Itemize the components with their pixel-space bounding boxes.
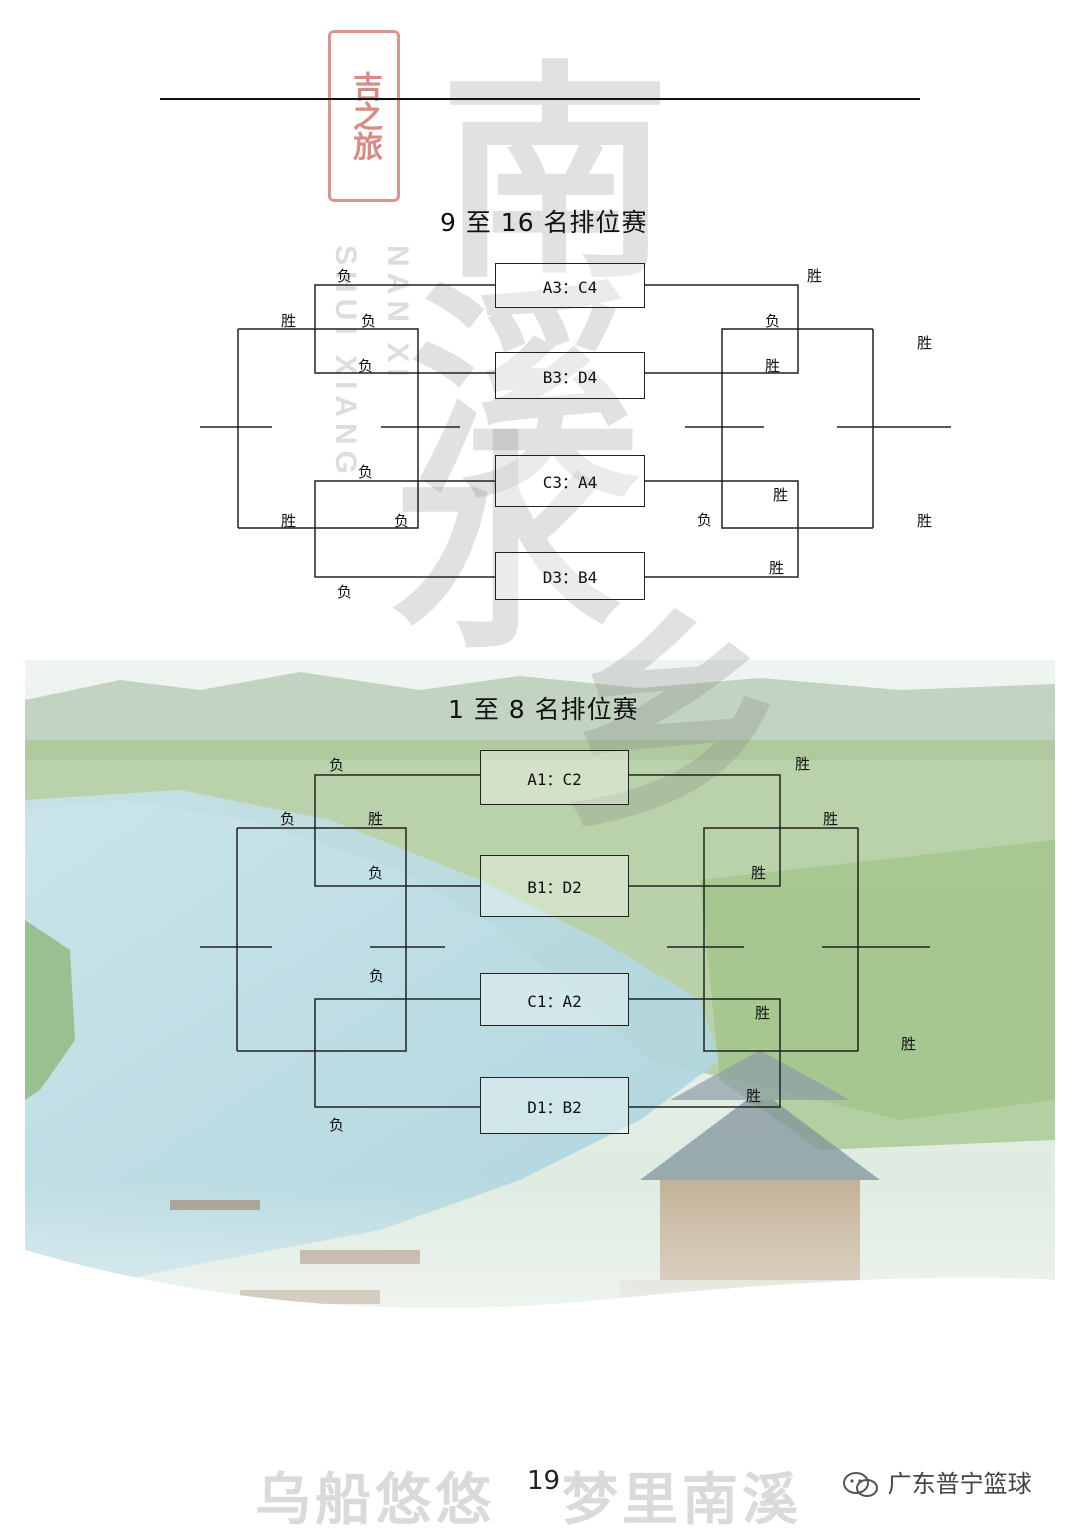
result-label: 胜: [917, 512, 933, 530]
match-box: C3：A4: [495, 455, 645, 507]
result-label: 胜: [807, 267, 823, 285]
result-label: 胜: [917, 334, 933, 352]
result-label: 负: [337, 267, 353, 285]
result-label: 负: [361, 312, 377, 330]
match-box: D1：B2: [480, 1077, 629, 1134]
calligraphy-char: 溪: [410, 260, 641, 530]
result-label: 胜: [281, 312, 297, 330]
page-number: 19: [527, 1466, 561, 1496]
section-title-1-8: 1 至 8 名排位赛: [448, 695, 639, 724]
result-label: 胜: [901, 1035, 917, 1053]
footer-slogan-right: 梦里南溪: [562, 1467, 802, 1533]
result-label: 负: [329, 756, 345, 774]
result-label: 负: [765, 312, 781, 330]
result-label: 胜: [795, 755, 811, 773]
match-box: A1：C2: [480, 750, 629, 805]
result-label: 负: [358, 463, 374, 481]
match-box: B1：D2: [480, 855, 629, 917]
result-label: 负: [329, 1116, 345, 1134]
result-label: 胜: [773, 486, 789, 504]
wechat-watermark: 广东普宁篮球: [842, 1464, 1032, 1499]
result-label: 胜: [769, 559, 785, 577]
result-label: 胜: [751, 864, 767, 882]
wechat-icon: [843, 1472, 878, 1497]
result-label: 负: [337, 583, 353, 601]
result-label: 胜: [281, 512, 297, 530]
header-rule: [160, 98, 920, 100]
result-label: 负: [280, 810, 296, 828]
wechat-account-name: 广东普宁篮球: [887, 1470, 1032, 1498]
match-box: B3：D4: [495, 352, 645, 399]
calligraphy-char: 水: [390, 410, 621, 680]
result-label: 胜: [765, 357, 781, 375]
result-label: 负: [697, 511, 713, 529]
pinyin-text: SHUI XIANG: [329, 245, 362, 481]
section-title-9-16: 9 至 16 名排位赛: [440, 208, 648, 237]
result-label: 负: [369, 967, 385, 985]
result-label: 负: [394, 512, 410, 530]
result-label: 胜: [368, 810, 384, 828]
result-label: 负: [358, 357, 374, 375]
calligraphy-char: 乡: [560, 590, 791, 860]
result-label: 胜: [746, 1087, 762, 1105]
footer-slogan-left: 乌船悠悠: [255, 1467, 495, 1533]
match-box: A3：C4: [495, 263, 645, 308]
result-label: 负: [368, 864, 384, 882]
seal-stamp: 吉之旅: [328, 30, 400, 202]
match-box: D3：B4: [495, 552, 645, 600]
result-label: 胜: [755, 1004, 771, 1022]
pinyin-text: NAN XI: [381, 245, 414, 383]
match-box: C1：A2: [480, 973, 629, 1026]
result-label: 胜: [823, 810, 839, 828]
